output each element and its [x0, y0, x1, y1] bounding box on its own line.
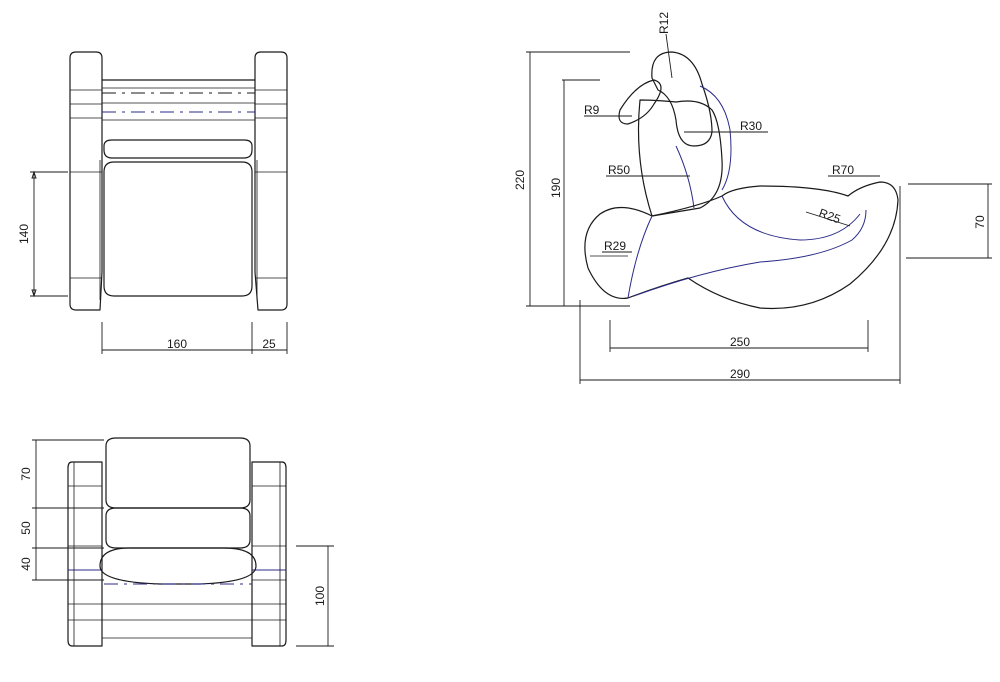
side-view: R12 R9 R30 R50 R70 R25 R29 220 190 70 25… [513, 12, 992, 384]
radius-front-curve: R70 [832, 163, 854, 177]
top-seat-back-cushion [105, 507, 251, 549]
right-armrest [254, 51, 288, 311]
dim-side-overall-length: 290 [730, 367, 750, 381]
dim-side-back-height: 190 [549, 178, 563, 198]
dim-side-overall-height: 220 [513, 170, 527, 190]
radius-rear-curve: R29 [604, 239, 626, 253]
radius-head-top: R12 [657, 12, 671, 34]
dim-top-back: 70 [19, 467, 33, 481]
front-view: 140 160 25 [17, 51, 288, 354]
top-back-cushion [105, 437, 251, 509]
dim-top-cushion: 40 [19, 557, 33, 571]
dim-top-depth: 100 [313, 586, 327, 606]
top-left-arm [67, 461, 103, 647]
radius-head-tip: R9 [584, 103, 600, 117]
seat-cushion [103, 161, 253, 297]
side-head-tip [618, 79, 662, 125]
side-backrest [637, 99, 723, 217]
left-armrest [69, 51, 103, 311]
radius-seat-curve: R25 [817, 206, 843, 227]
dim-front-height: 140 [17, 224, 31, 244]
radius-back-upper: R30 [740, 119, 762, 133]
dim-front-seat-width: 160 [167, 337, 187, 351]
side-seat [584, 181, 899, 310]
dim-front-arm-width: 25 [262, 337, 276, 351]
top-seat-cushion [99, 547, 257, 585]
radius-back-mid: R50 [608, 163, 630, 177]
dim-side-footrest-height: 70 [973, 215, 987, 229]
top-view: 70 50 40 100 [19, 437, 334, 647]
dim-top-seat-back: 50 [19, 521, 33, 535]
back-cushion [103, 139, 253, 159]
top-right-arm [251, 461, 287, 647]
dim-side-seat-length: 250 [730, 335, 750, 349]
